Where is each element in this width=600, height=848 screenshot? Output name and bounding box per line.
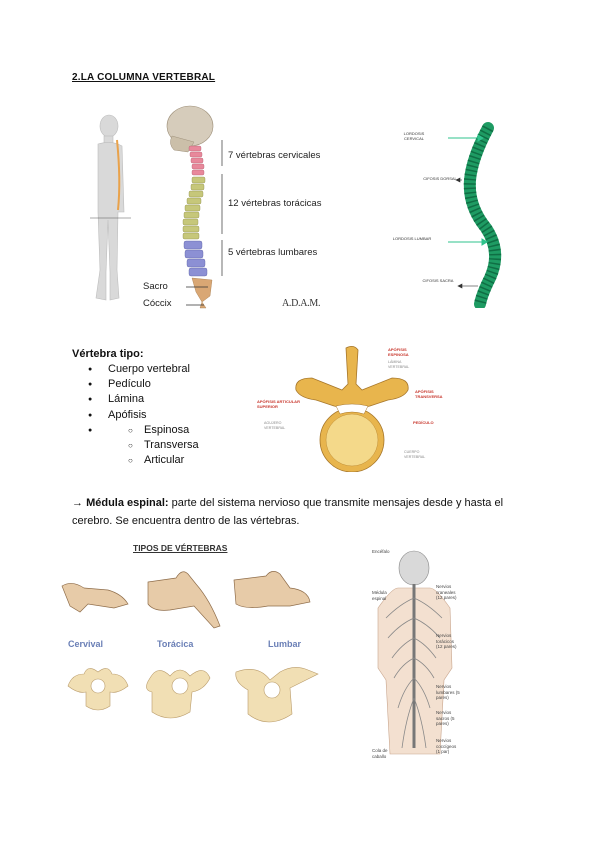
type-label-cervical: Cervival	[68, 639, 104, 649]
sub-list-wrapper: Espinosa Transversa Articular	[72, 423, 199, 469]
arrow-symbol: →	[72, 497, 83, 509]
label-apofisis-espinosa: APÓFISIS ESPINOSA	[388, 347, 409, 357]
section-title: 2.LA COLUMNA VERTEBRAL	[72, 72, 216, 83]
spine-figure	[88, 100, 348, 315]
list-item: Cuerpo vertebral	[72, 362, 199, 377]
vertebra-figure	[292, 344, 412, 473]
nervous-system-figure	[370, 548, 460, 768]
vertebra-types-illustration	[61, 571, 319, 723]
vertebra-parts-list: Cuerpo vertebral Pedículo Lámina Apófisi…	[72, 362, 199, 469]
label-medula: Médula espinal	[372, 590, 387, 601]
label-coccix: Cóccix	[143, 298, 172, 309]
label-lamina: LÁMINA VERTEBRAL	[388, 360, 410, 369]
lumbar-vertebrae	[183, 240, 208, 277]
label-nervios-craneales: Nervios craneales (12 pares)	[436, 584, 457, 600]
medula-text: parte del sistema nervioso que transmite…	[72, 497, 504, 527]
types-figure	[58, 560, 348, 750]
adam-logo: A.D.A.M.	[282, 298, 321, 309]
types-title: TIPOS DE VÉRTEBRAS	[133, 543, 228, 553]
label-lordosis-cervical: LORDOSIS CERVICAL	[403, 131, 425, 141]
list-item: Espinosa	[72, 423, 199, 438]
label-nervios-lumbares: Nervios lumbares (5 pares)	[436, 684, 460, 700]
list-item: Apófisis	[72, 408, 199, 423]
label-cervical: 7 vértebras cervicales	[228, 150, 321, 161]
label-sacro: Sacro	[143, 281, 168, 292]
list-item: Pedículo	[72, 377, 199, 392]
human-silhouette	[95, 114, 125, 301]
label-nervios-coccigeos: Nervios coccígeos (1 par)	[436, 738, 457, 754]
spine-illustration	[90, 105, 223, 309]
list-item: Lámina	[72, 392, 199, 407]
thoracic-vertebrae	[182, 176, 206, 240]
label-lumbar: 5 vértebras lumbares	[228, 247, 318, 258]
label-cuerpo-vertebral: CUERPO VERTEBRAL	[404, 450, 426, 459]
list-item: Articular	[72, 453, 199, 468]
sacrum	[191, 277, 213, 309]
label-cola-caballo: Cola de caballo	[372, 748, 388, 759]
type-label-lumbar: Lumbar	[268, 639, 302, 649]
label-cifosis-dorsal: CIFOSIS DORSAL	[423, 176, 457, 181]
label-cifosis-sacra: CIFOSIS SACRA	[422, 278, 454, 283]
label-nervios-sacros: Nervios sacros (5 pares)	[436, 710, 455, 726]
skull	[166, 105, 214, 153]
green-spine-illustration	[448, 122, 502, 310]
nervous-system-illustration	[377, 550, 453, 755]
label-lordosis-lumbar: LORDOSIS LUMBAR	[392, 236, 432, 241]
medula-paragraph: → Médula espinal: parte del sistema nerv…	[72, 494, 532, 530]
curvature-arrows	[448, 134, 488, 246]
curvature-figure	[390, 118, 510, 310]
label-pediculo: PEDÍCULO	[413, 420, 434, 425]
label-agujero-vertebral: AGUJERO VERTEBRAL	[264, 421, 286, 430]
vertebra-heading: Vértebra tipo:	[72, 348, 144, 360]
apofisis-sub-list: Espinosa Transversa Articular	[72, 423, 199, 469]
medula-term: Médula espinal:	[86, 497, 169, 509]
vertebra-illustration	[295, 346, 409, 473]
type-label-toracica: Torácica	[157, 639, 194, 649]
cervical-vertebrae	[188, 145, 205, 176]
label-thoracic: 12 vértebras torácicas	[228, 198, 322, 209]
label-apofisis-transversa: APÓFISIS TRANSVERSA	[415, 389, 443, 399]
label-encefalo: Encéfalo	[372, 549, 390, 554]
list-item: Transversa	[72, 438, 199, 453]
label-apofisis-articular: APÓFISIS ARTICULAR SUPERIOR	[257, 399, 300, 409]
label-nervios-toracicos: Nervios torácicos (12 pares)	[436, 633, 457, 649]
